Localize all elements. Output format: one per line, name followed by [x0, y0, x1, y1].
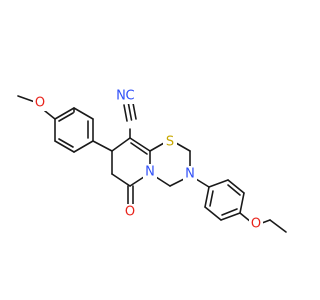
bond-ar2-5: [54, 140, 75, 153]
bond-ar2-2: [73, 107, 94, 120]
ring-n-atom: N: [143, 164, 157, 180]
bond-ar1-6-double: [209, 190, 214, 207]
sulfur-label: S: [166, 135, 174, 150]
bond-c9-c8a-double: [130, 142, 148, 155]
amine-n-label: N: [185, 167, 195, 182]
methoxy-o-label: O: [35, 96, 45, 111]
bond-ar1-2: [227, 179, 245, 194]
ring-n-label: N: [145, 165, 155, 180]
methoxy-o-atom: O: [33, 95, 47, 111]
bond-nitrile-triple-a: [127, 103, 133, 121]
structure-diagram: N C S N N O O O: [17, 88, 287, 233]
nitrile-n-label: N: [116, 89, 126, 104]
bond-ar2-3-double: [58, 112, 74, 122]
bond-nitrile-triple-c: [132, 102, 137, 120]
bond-c9-c8a: [129, 137, 151, 152]
bond-o-ch3-methoxy: [17, 95, 36, 103]
molecule-canvas: N C S N N O O O: [17, 88, 287, 233]
sulfur-atom: S: [163, 134, 177, 150]
bond-c8-c9: [111, 137, 131, 152]
amine-n-atom: N: [183, 166, 197, 182]
bond-nitrile-triple-b: [123, 104, 128, 122]
bond-ar1-2-double: [227, 184, 241, 196]
bond-c8-aryl: [92, 140, 113, 152]
bond-c6-c7: [111, 173, 131, 187]
bond-ch2-n5: [155, 176, 171, 187]
bond-ar2-5-double: [58, 138, 74, 148]
bond-n3-ch2: [169, 178, 185, 187]
nitrile-n-atom: N C: [116, 88, 135, 104]
bond-n3-aryl: [195, 178, 210, 188]
bond-s-ch2: [175, 142, 191, 152]
bond-o-ch2-ethoxy: [261, 219, 271, 224]
bond-ar2-3: [54, 107, 75, 120]
carbonyl-o-atom: O: [123, 204, 137, 220]
bond-ar2-6: [73, 140, 94, 153]
ethoxy-o-label: O: [251, 217, 261, 232]
bond-c8a-s: [149, 142, 165, 152]
bond-ar2-top-o: [44, 110, 56, 120]
bond-ar1-3: [239, 192, 245, 214]
atom-labels: N C S N N O O O: [33, 88, 263, 232]
ethoxy-o-atom: O: [249, 216, 263, 232]
bonds: [17, 95, 287, 233]
bond-ar1-6: [204, 186, 210, 208]
carbonyl-o-label: O: [125, 205, 135, 220]
bond-ar1-1: [208, 179, 229, 188]
bond-ar1-4-double: [221, 208, 238, 216]
bond-ar1-5: [204, 206, 222, 221]
bond-ch2-ch3-ethoxy: [269, 219, 287, 233]
bond-ar1-4: [220, 212, 241, 221]
nitrile-c-label: C: [125, 89, 134, 104]
